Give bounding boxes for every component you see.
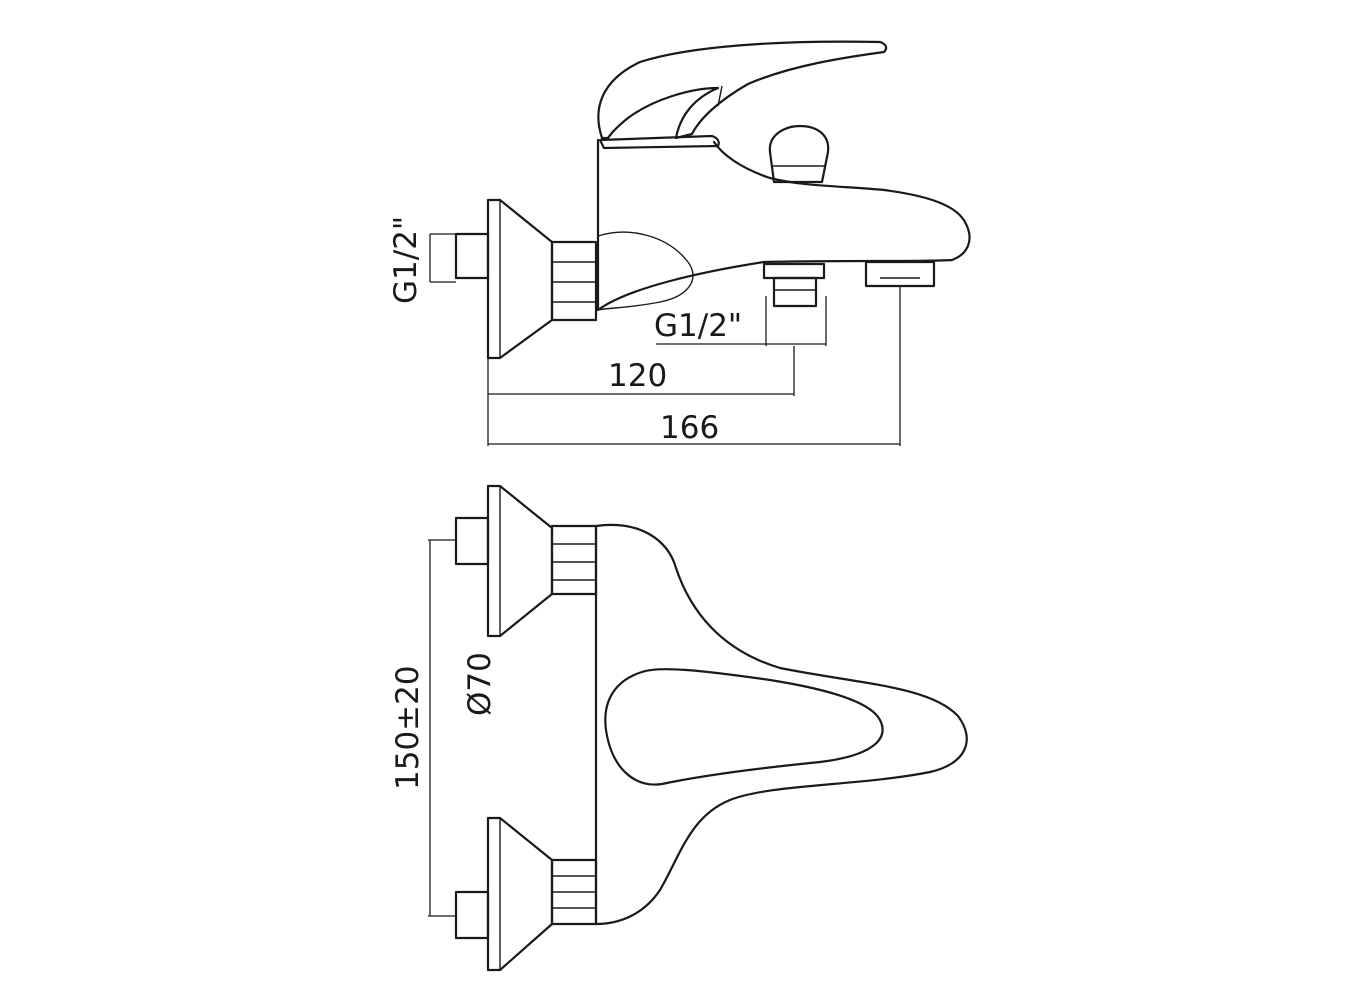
- diverter-knob: [768, 124, 830, 184]
- lever-handle: [597, 40, 888, 140]
- inlet-thread-label: G1/2": [388, 216, 424, 304]
- shower-outlet-thread-label: G1/2": [654, 308, 742, 344]
- side-escutcheon: [486, 198, 554, 360]
- top-escutcheon-upper: [486, 484, 554, 638]
- shower-outlet-nut: [762, 262, 826, 280]
- side-hex-nut: [550, 240, 598, 322]
- top-lever: [604, 668, 884, 786]
- shower-outlet-thread: [772, 276, 818, 308]
- top-escutcheon-lower: [486, 816, 554, 972]
- side-inlet-pipe: [454, 232, 490, 280]
- spout-aerator: [864, 260, 936, 288]
- top-dimensions: 150±20 Ø70: [390, 539, 498, 917]
- top-inlet-lower: [454, 890, 490, 940]
- lever-base: [598, 134, 720, 150]
- spacing-label: 150±20: [390, 665, 426, 790]
- length-120-label: 120: [608, 358, 667, 394]
- top-hex-nut-upper: [550, 524, 598, 596]
- length-166-label: 166: [660, 410, 719, 446]
- top-body: [594, 523, 968, 926]
- top-inlet-upper: [454, 516, 490, 566]
- side-dimensions: G1/2" G1/2" 120 166: [388, 216, 901, 446]
- top-view: [454, 484, 968, 972]
- diameter-label: Ø70: [462, 652, 498, 716]
- mixer-body: [596, 138, 971, 312]
